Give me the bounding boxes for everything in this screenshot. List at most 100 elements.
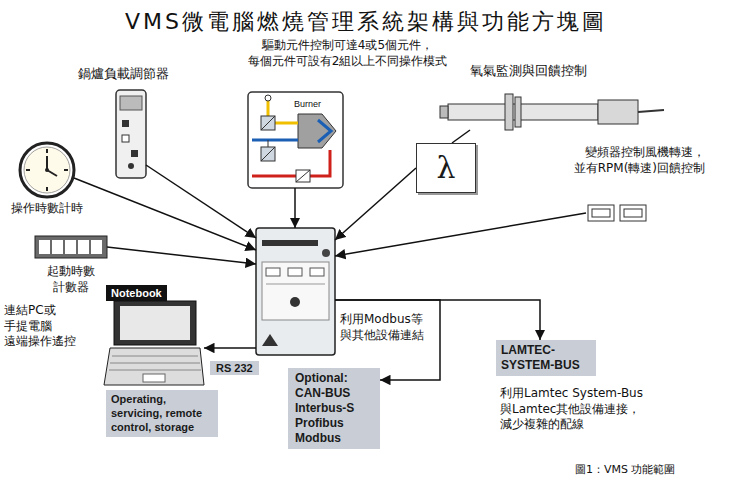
counter-display (39, 240, 50, 254)
connector (335, 168, 416, 240)
frequency-converter (592, 209, 610, 217)
burner-control-box: 驅動元件控制可達4或5個元件， 每個元件可設有2組以上不同操作模式Burner (248, 92, 343, 188)
controller-unit (256, 228, 335, 355)
notebook-computer (109, 370, 201, 371)
clock-icon (64, 169, 68, 171)
oxygen-probe (505, 94, 513, 130)
frequency-converter (624, 209, 642, 217)
clock-icon (46, 187, 48, 191)
burner-diagram (318, 120, 331, 142)
title: VMS微電腦燃燒管理系統架構與功能方塊圖 (0, 9, 732, 35)
connector (74, 178, 256, 250)
node-label: 操作時數計時 (11, 201, 83, 217)
controller-unit (288, 268, 302, 276)
edge-label: RS 232 (210, 361, 259, 375)
controller-unit (262, 334, 278, 346)
notebook-computer (114, 301, 196, 345)
oxygen-probe (638, 110, 664, 112)
burner-diagram (261, 116, 275, 130)
controller-unit (262, 240, 318, 246)
load-regulator (128, 163, 134, 169)
burner-diagram (261, 147, 275, 161)
connector (335, 213, 586, 256)
counter-display (91, 240, 102, 254)
burner-diagram (252, 139, 298, 142)
controller-unit (266, 284, 325, 285)
clock-icon (24, 147, 70, 193)
box-text: λ (436, 149, 455, 187)
counter-display (35, 236, 107, 258)
oxygen-probe: 氧氣監測與回饋控制 (440, 90, 665, 130)
clock-icon (45, 168, 49, 172)
system-bus-box: LAMTEC- SYSTEM-BUS利用Lamtec System-Bus 與L… (496, 340, 596, 376)
counter-display (78, 240, 89, 254)
counter-display (35, 236, 107, 258)
lambda-box: λ (416, 143, 476, 193)
node-label: Burner (294, 99, 321, 111)
clock-icon (26, 169, 30, 171)
node-label: 驅動元件控制可達4或5個元件， 每個元件可設有2組以上不同操作模式 (240, 38, 455, 69)
notebook-computer: Notebook連結PC或 手提電腦 遠端操作遙控 (104, 285, 204, 388)
controller-unit (290, 297, 300, 307)
load-regulator (116, 90, 146, 178)
box-text: LAMTEC- SYSTEM-BUS (501, 343, 587, 373)
oxygen-probe (440, 106, 448, 118)
clock-icon (46, 156, 48, 170)
node-label: 變頻器控制風機轉速， 並有RPM(轉速)回饋控制 (545, 145, 705, 176)
burner-diagram (261, 147, 275, 161)
oxygen-probe (448, 104, 598, 120)
fieldbus-box: 利用Modbus等 與其他設備連結Optional: CAN-BUS Inter… (288, 368, 380, 449)
clock-icon (20, 143, 74, 197)
clock-icon: 操作時數計時 (20, 143, 74, 197)
counter-display (52, 240, 63, 254)
node-label: 利用Lamtec System-Bus 與Lamtec其他設備連接， 減少複雜的… (500, 386, 665, 433)
clock-icon (20, 143, 74, 197)
controller-unit (266, 268, 280, 276)
notebook-computer (104, 301, 204, 385)
controller-unit (322, 249, 330, 257)
burner-diagram (248, 92, 343, 188)
burner-diagram (248, 92, 343, 188)
connector (146, 165, 256, 238)
oxygen-probe (440, 94, 664, 130)
controller-unit (262, 262, 329, 320)
load-regulator (116, 90, 146, 178)
box-text: Optional: CAN-BUS Interbus-S Profibus Mo… (295, 371, 373, 446)
load-regulator (120, 96, 142, 110)
controller-unit (256, 228, 335, 355)
frequency-converter: 變頻器控制風機轉速， 並有RPM(轉速)回饋控制 (586, 203, 648, 223)
node-label: 氧氣監測與回饋控制 (470, 63, 587, 80)
node-label: 起動時數 計數器 (41, 264, 101, 295)
burner-diagram (268, 140, 269, 147)
connector (107, 247, 256, 264)
burner-diagram (298, 114, 336, 148)
node-label: 利用Modbus等 與其他設備連結 (340, 312, 432, 343)
burner-diagram (296, 170, 310, 182)
frequency-converter (588, 205, 646, 221)
oxygen-probe (598, 100, 638, 124)
connector (294, 188, 296, 228)
start-counter: 起動時數 計數器 (35, 236, 107, 258)
tab-label: Notebook (106, 285, 167, 301)
oxygen-probe (515, 97, 521, 127)
frequency-converter (588, 205, 614, 221)
notebook-computer (112, 356, 198, 357)
notebook-computer (110, 363, 200, 364)
notebook-computer (104, 348, 204, 385)
box-text: Operating, servicing, remote control, st… (111, 393, 213, 434)
controller-unit (256, 228, 335, 355)
notebook-computer (143, 374, 165, 382)
function-box: Operating, servicing, remote control, st… (106, 390, 218, 437)
notebook-computer (120, 306, 190, 340)
counter-display (65, 240, 76, 254)
frequency-converter (620, 205, 646, 221)
load-regulator: 鍋爐負載調節器 (116, 90, 146, 178)
load-regulator (131, 150, 138, 157)
controller-unit (310, 268, 324, 276)
connector (204, 347, 256, 349)
node-label: 連結PC或 手提電腦 遠端操作遙控 (4, 303, 82, 350)
node-label: 鍋爐負載調節器 (78, 66, 169, 83)
load-regulator (122, 135, 129, 142)
burner-diagram (296, 170, 310, 182)
